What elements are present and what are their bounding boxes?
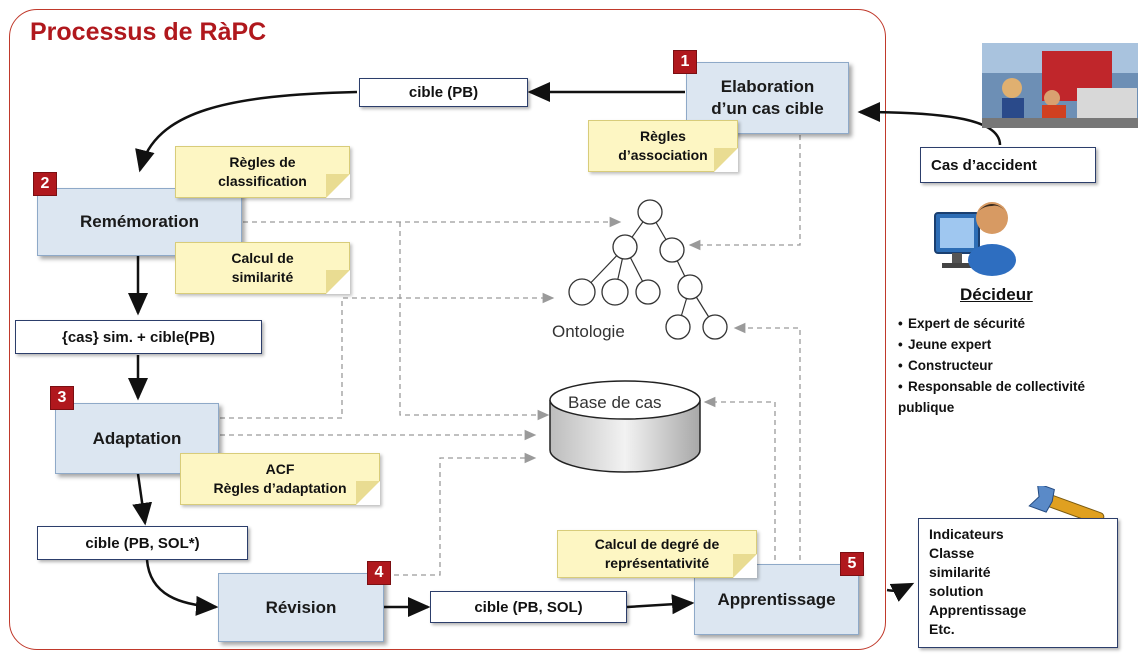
role-item: •Responsable de collectivité publique: [898, 379, 1086, 415]
note-calcul-representativite: Calcul de degré de représentativité: [557, 530, 757, 578]
diagram-title: Processus de RàPC: [30, 18, 267, 46]
note-regles-association: Règles d’association: [588, 120, 738, 172]
arrow-apprentissage-to-indicateurs: [886, 582, 915, 602]
decision-maker-icon: [934, 202, 1016, 276]
dash-apprentissage-base: [703, 396, 776, 560]
step-number-4: 4: [367, 561, 391, 585]
arrow-cible-sol-to-apprentissage: [626, 594, 695, 615]
arrow-accident-to-elab: [857, 102, 1002, 146]
step-number-5: 5: [840, 552, 864, 576]
indicateur-item: solution: [929, 583, 984, 599]
indicateur-item: similarité: [929, 564, 991, 580]
decideur-roles: •Expert de sécurité •Jeune expert •Const…: [898, 313, 1138, 418]
indicateur-item: Classe: [929, 545, 975, 561]
arrow-adaptation-to-cible-star: [132, 473, 153, 526]
note-acf-regles-adaptation: ACF Règles d’adaptation: [180, 453, 380, 505]
dash-apprentissage-ontologie: [733, 322, 801, 560]
note-calcul-similarite: Calcul de similarité: [175, 242, 350, 294]
role-item: •Expert de sécurité: [898, 316, 1026, 331]
indicateur-item: Apprentissage: [929, 602, 1027, 618]
note-regles-classification: Règles de classification: [175, 146, 350, 198]
ontology-tree-icon: [568, 199, 728, 340]
wrench-icon: [1028, 486, 1105, 525]
step-number-3: 3: [50, 386, 74, 410]
base-de-cas-label: Base de cas: [568, 393, 662, 412]
arrow-cible-star-to-revision: [145, 559, 219, 616]
data-cas-accident: Cas d’accident: [920, 147, 1096, 183]
dash-adaptation-ontologie: [220, 292, 555, 419]
process-frame: [9, 9, 886, 650]
data-cible-pb: cible (PB): [359, 78, 528, 107]
dash-elab-ontologie: [688, 135, 801, 251]
data-cible-pb-sol: cible (PB, SOL): [430, 591, 627, 623]
indicateurs-box: Indicateurs Classe similarité solution A…: [918, 518, 1118, 648]
step-number-1: 1: [673, 50, 697, 74]
data-cas-similaires: {cas} sim. + cible(PB): [15, 320, 262, 354]
accident-scene-image: [982, 43, 1138, 128]
indicateur-item: Etc.: [929, 621, 955, 637]
step-revision: Révision: [218, 573, 384, 642]
data-cible-pb-sol-star: cible (PB, SOL*): [37, 526, 248, 560]
indicateur-item: Indicateurs: [929, 526, 1004, 542]
ontologie-label: Ontologie: [552, 322, 625, 341]
dash-revision-base: [385, 452, 537, 576]
database-icon: [549, 380, 701, 473]
role-item: •Jeune expert: [898, 337, 992, 352]
dash-rememoration-base: [399, 222, 550, 421]
decideur-title: Décideur: [960, 285, 1033, 304]
arrow-cible-to-rememoration: [135, 90, 358, 173]
role-item: •Constructeur: [898, 358, 993, 373]
step-number-2: 2: [33, 172, 57, 196]
